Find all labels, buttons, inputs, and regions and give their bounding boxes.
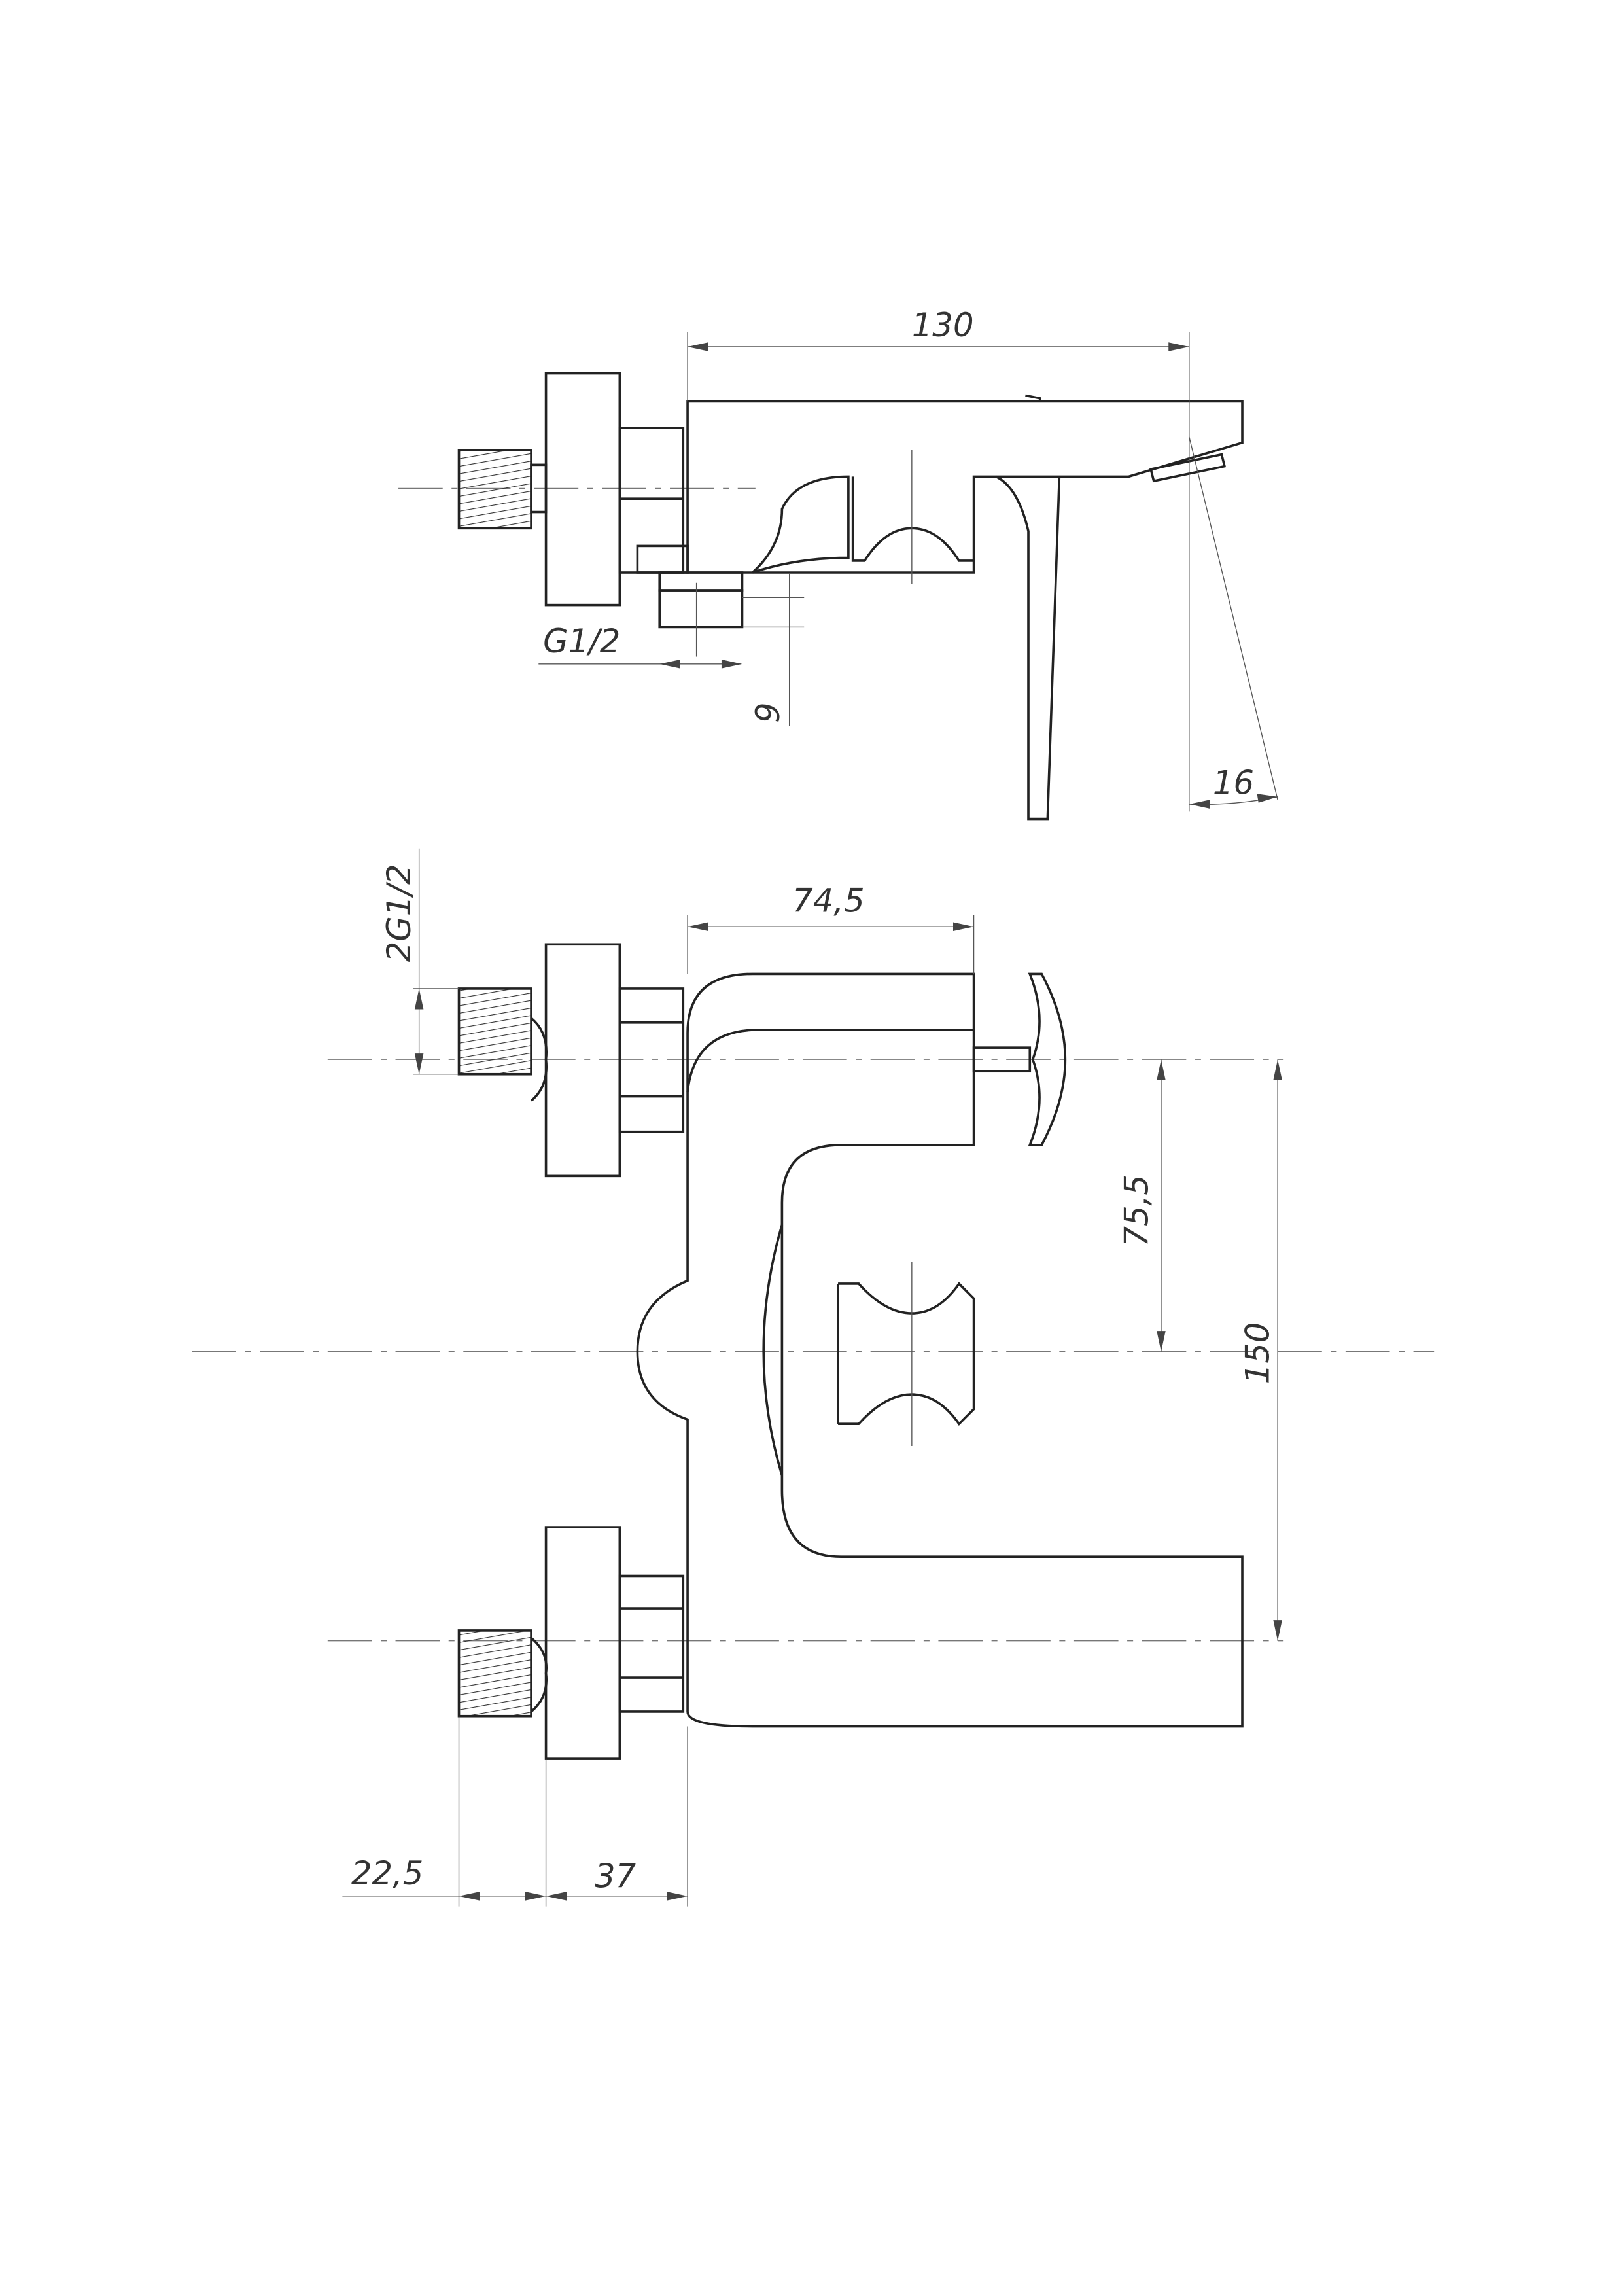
inlet-thread-top (457, 987, 532, 1076)
spout-outlet (1149, 453, 1227, 483)
dim-74-5: 74,5 (792, 882, 864, 920)
lever-handle (995, 394, 1061, 821)
dim-g1-2: G1/2 (543, 622, 620, 660)
wall-flange-bottom (544, 1526, 621, 1760)
dim-2g1-2: 2G1/2 (380, 864, 418, 962)
inlet-thread-bottom (457, 1629, 532, 1718)
dim-37: 37 (595, 1857, 637, 1895)
cartridge (837, 1282, 975, 1426)
inlet-thread (457, 449, 532, 530)
dim-150: 150 (1239, 1322, 1277, 1385)
handle-stem (972, 1046, 1032, 1073)
handle-knob (1028, 972, 1067, 1146)
hex-nut-bottom (618, 1574, 685, 1713)
dim-22-5: 22,5 (351, 1854, 423, 1892)
dim-9: 9 (749, 702, 787, 723)
hex-nut-top (618, 987, 685, 1133)
mixer-body-front (636, 972, 1244, 1728)
mixer-body (686, 400, 1244, 574)
dim-16: 16 (1213, 764, 1254, 802)
dim-75-5: 75,5 (1118, 1174, 1156, 1246)
front-view: 74,5 2G1/2 75,5 150 22,5 37 (192, 848, 1435, 1907)
hex-nut (618, 427, 685, 574)
wall-flange (544, 372, 621, 607)
wall-flange-top (544, 943, 621, 1178)
outlet-nut (658, 571, 744, 592)
dim-130: 130 (912, 306, 974, 344)
side-view: 130 G1/2 9 16 (398, 306, 1278, 821)
